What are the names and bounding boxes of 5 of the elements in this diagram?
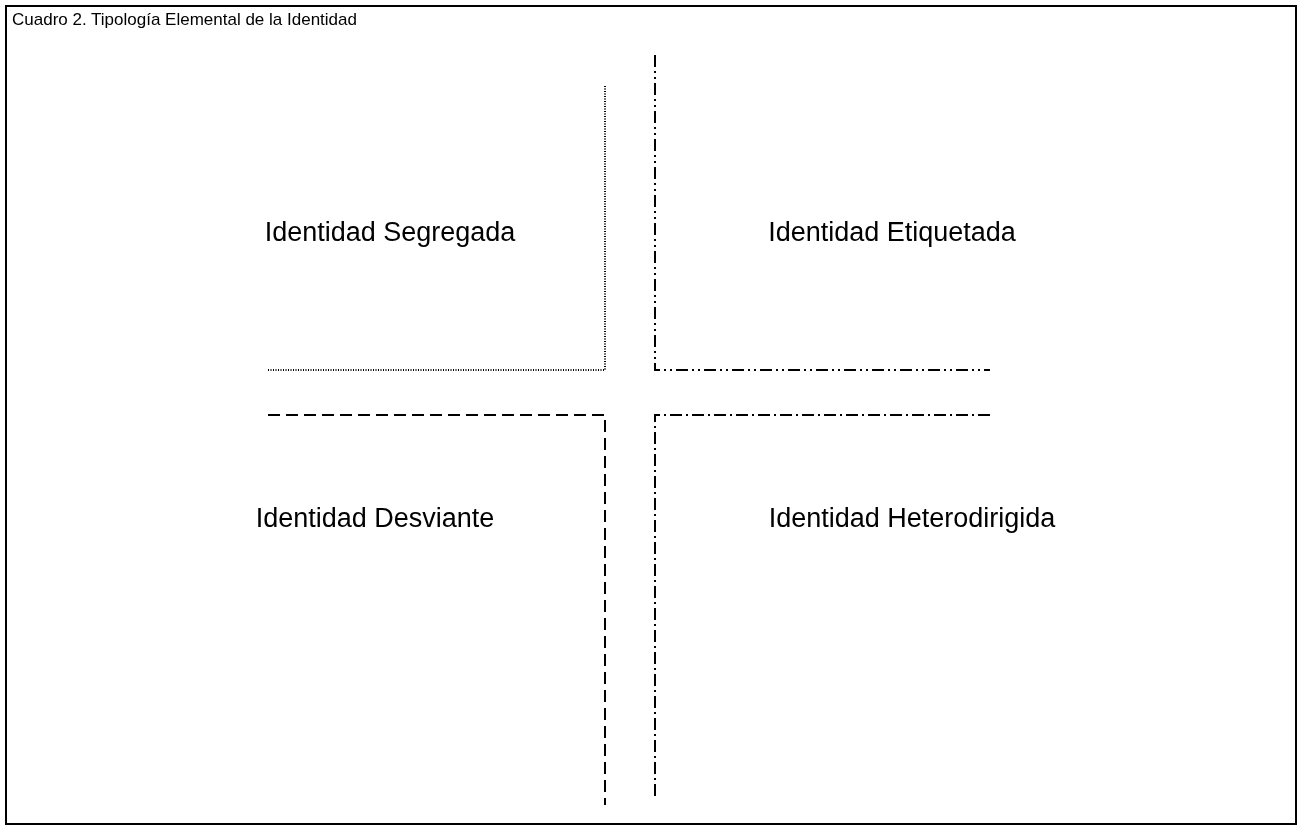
table-title: Cuadro 2. Tipología Elemental de la Identidad [12, 10, 357, 30]
quadrant-label: Identidad Desviante [255, 502, 495, 534]
quadrant-label: Identidad Segregada [264, 216, 516, 248]
quadrant-label: Identidad Etiquetada [768, 216, 1016, 248]
quadrant-label: Identidad Heterodirigida [768, 502, 1056, 534]
